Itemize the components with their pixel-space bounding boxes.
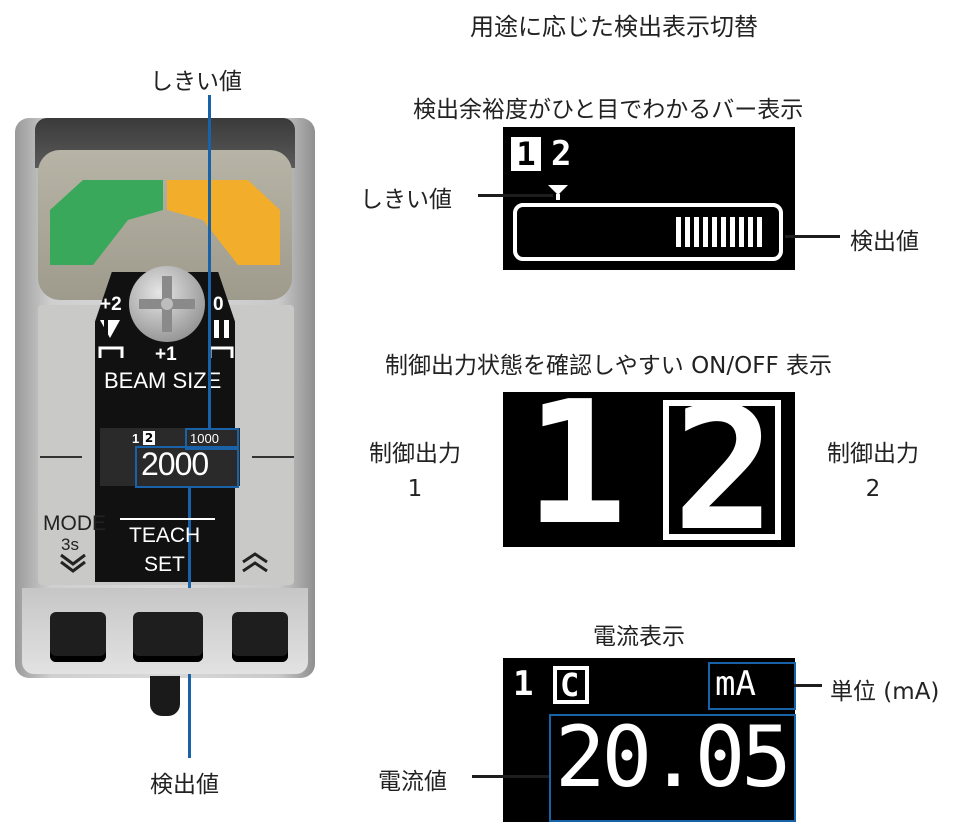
teach-set-button[interactable] [133,612,203,662]
output-1-digit: 1 [525,365,628,563]
lcd-detection-value: 2000 [141,446,209,482]
current-value-leader [472,775,549,778]
threshold-callout-label: しきい値 [150,69,242,95]
sensor-cable [150,676,180,716]
beam-plus1-label: +1 [155,344,177,365]
mode-hold-label: 3s [61,535,79,554]
output-2-number: 2 [865,476,881,502]
margin-bar-fill [676,217,763,247]
current-value: 20.05 [555,708,792,806]
green-indicator-light [50,180,163,265]
beam-parallel-icon [214,320,229,338]
current-display-heading: 電流表示 [593,624,685,650]
threshold-marker-icon [548,185,568,200]
lcd-channel-2: 2 [144,431,154,445]
bar-channel-1-box: 1 [511,137,541,171]
current-display-screen: 1 C mA 20.05 [503,658,795,822]
device-lcd [100,428,240,486]
teach-divider [120,518,215,520]
threshold-callout-line [208,95,211,428]
orange-indicator-light [167,180,280,265]
beam-bracket-left-icon [98,346,124,358]
bar-detection-leader [785,235,840,238]
chevron-down-icon [60,553,86,573]
current-value-label: 電流値 [378,769,447,795]
lcd-channel-2-box: 2 [143,431,155,445]
bar-threshold-leader [478,194,553,197]
beam-narrow-icon [100,320,120,338]
beam-size-knob[interactable] [129,266,205,342]
bar-channel-2: 2 [551,134,572,174]
bar-detection-label: 検出値 [850,229,919,255]
onoff-display-heading: 制御出力状態を確認しやすい ON/OFF 表示 [385,353,833,379]
mode-label: MODE [43,512,106,535]
current-unit: mA [715,664,756,704]
beam-plus2-label: +2 [100,294,122,315]
output-1-number: 1 [407,476,423,502]
output-2-label: 制御出力 [827,441,919,467]
teach-label: TEACH [129,524,201,547]
mode-button[interactable] [50,612,106,662]
current-channel-c: C [560,666,580,704]
bar-channel-1: 1 [516,135,536,173]
bar-display-screen: 1 2 [503,127,795,270]
output-1-label: 制御出力 [369,441,461,467]
lcd-threshold-value: 1000 [190,431,219,446]
bar-display-heading: 検出余裕度がひと目でわかるバー表示 [413,97,804,123]
current-unit-label: 単位 (mA) [830,679,940,705]
current-unit-leader [794,684,822,687]
chevron-up-icon [242,552,268,573]
output-2-box: 2 [663,400,781,540]
beam-size-label: BEAM SIZE [104,368,222,393]
detection-highlight-box [135,446,239,488]
up-button[interactable] [232,612,288,662]
output-2-digit: 2 [673,406,775,534]
output-2-inner: 2 [669,406,775,534]
threshold-highlight-box [185,428,239,450]
onoff-display-screen: 1 2 [503,374,795,554]
margin-bar [513,203,783,261]
beam-zero-label: 0 [213,294,224,315]
lcd-channel-1: 1 [132,431,140,446]
detection-callout-label: 検出値 [150,772,219,798]
current-channel-c-inner: C [557,666,585,704]
page-title: 用途に応じた検出表示切替 [470,13,758,41]
unit-highlight-box [708,662,796,710]
right-divider [252,456,294,458]
current-channel-c-box: C [553,666,589,704]
value-highlight-box [549,714,796,822]
bar-threshold-label: しきい値 [360,187,452,213]
current-channel-1: 1 [513,664,534,704]
set-label: SET [144,553,185,576]
left-divider [40,456,82,458]
beam-bracket-right-icon [208,346,234,358]
